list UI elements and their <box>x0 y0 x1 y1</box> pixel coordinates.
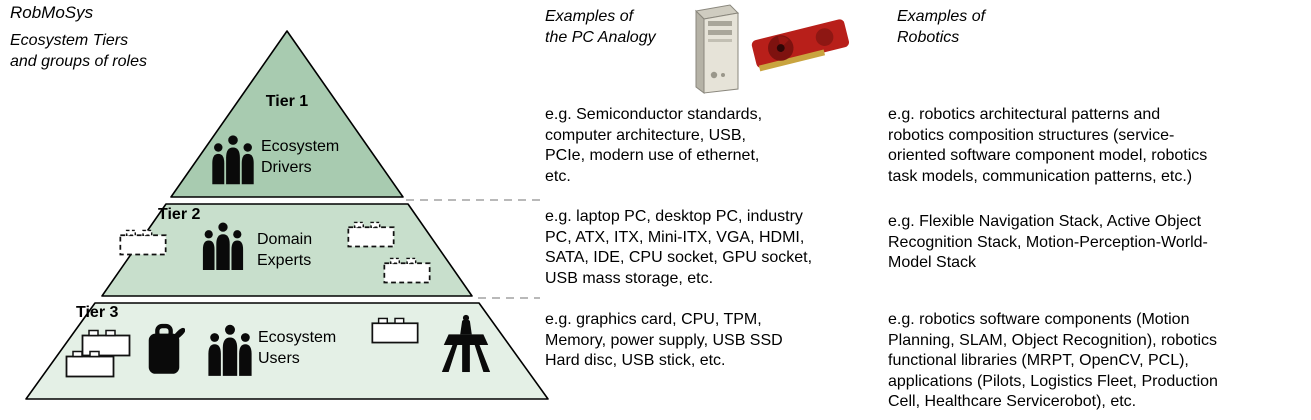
tier3-role-label: Ecosystem Users <box>258 329 337 367</box>
service-robot-icon <box>143 317 185 379</box>
people-icon <box>208 324 252 376</box>
tier2-robotics-example-text: e.g. Flexible Navigation Stack, Active O… <box>888 213 1208 271</box>
component-brick-icon <box>65 350 115 378</box>
tier2-pc-example-text: e.g. laptop PC, desktop PC, industry PC,… <box>545 208 813 287</box>
tier1-robotics-example-text: e.g. robotics architectural patterns and… <box>888 106 1208 185</box>
tier2-role-label: Domain Experts <box>257 231 313 269</box>
tier1-label: Tier 1 <box>265 93 309 110</box>
pc-tower-image <box>695 4 739 94</box>
people-icon <box>212 135 254 185</box>
dashed-component-brick-icon <box>119 229 167 256</box>
dashed-component-brick-icon <box>383 257 431 284</box>
tier2-label: Tier 2 <box>158 206 201 223</box>
diagram-subtitle: Ecosystem Tiers and groups of roles <box>10 32 147 70</box>
pc-analogy-column-title: Examples of the PC Analogy <box>545 8 656 46</box>
component-brick-icon <box>371 317 419 344</box>
tier3-pc-example-text: e.g. graphics card, CPU, TPM, Memory, po… <box>545 311 783 369</box>
graphics-card-image <box>750 18 851 72</box>
people-icon <box>202 222 244 270</box>
tier3-robotics-example-text: e.g. robotics software components (Motio… <box>888 311 1218 410</box>
dashed-component-brick-icon <box>347 221 395 248</box>
tier1-role-label: Ecosystem Drivers <box>261 138 340 176</box>
tier1-pc-example-text: e.g. Semiconductor standards, computer a… <box>545 106 763 185</box>
robotics-column-title: Examples of Robotics <box>897 8 986 46</box>
tier3-label: Tier 3 <box>76 304 119 321</box>
mobile-robot-icon <box>441 314 491 373</box>
brand-title: RobMoSys <box>10 3 94 22</box>
